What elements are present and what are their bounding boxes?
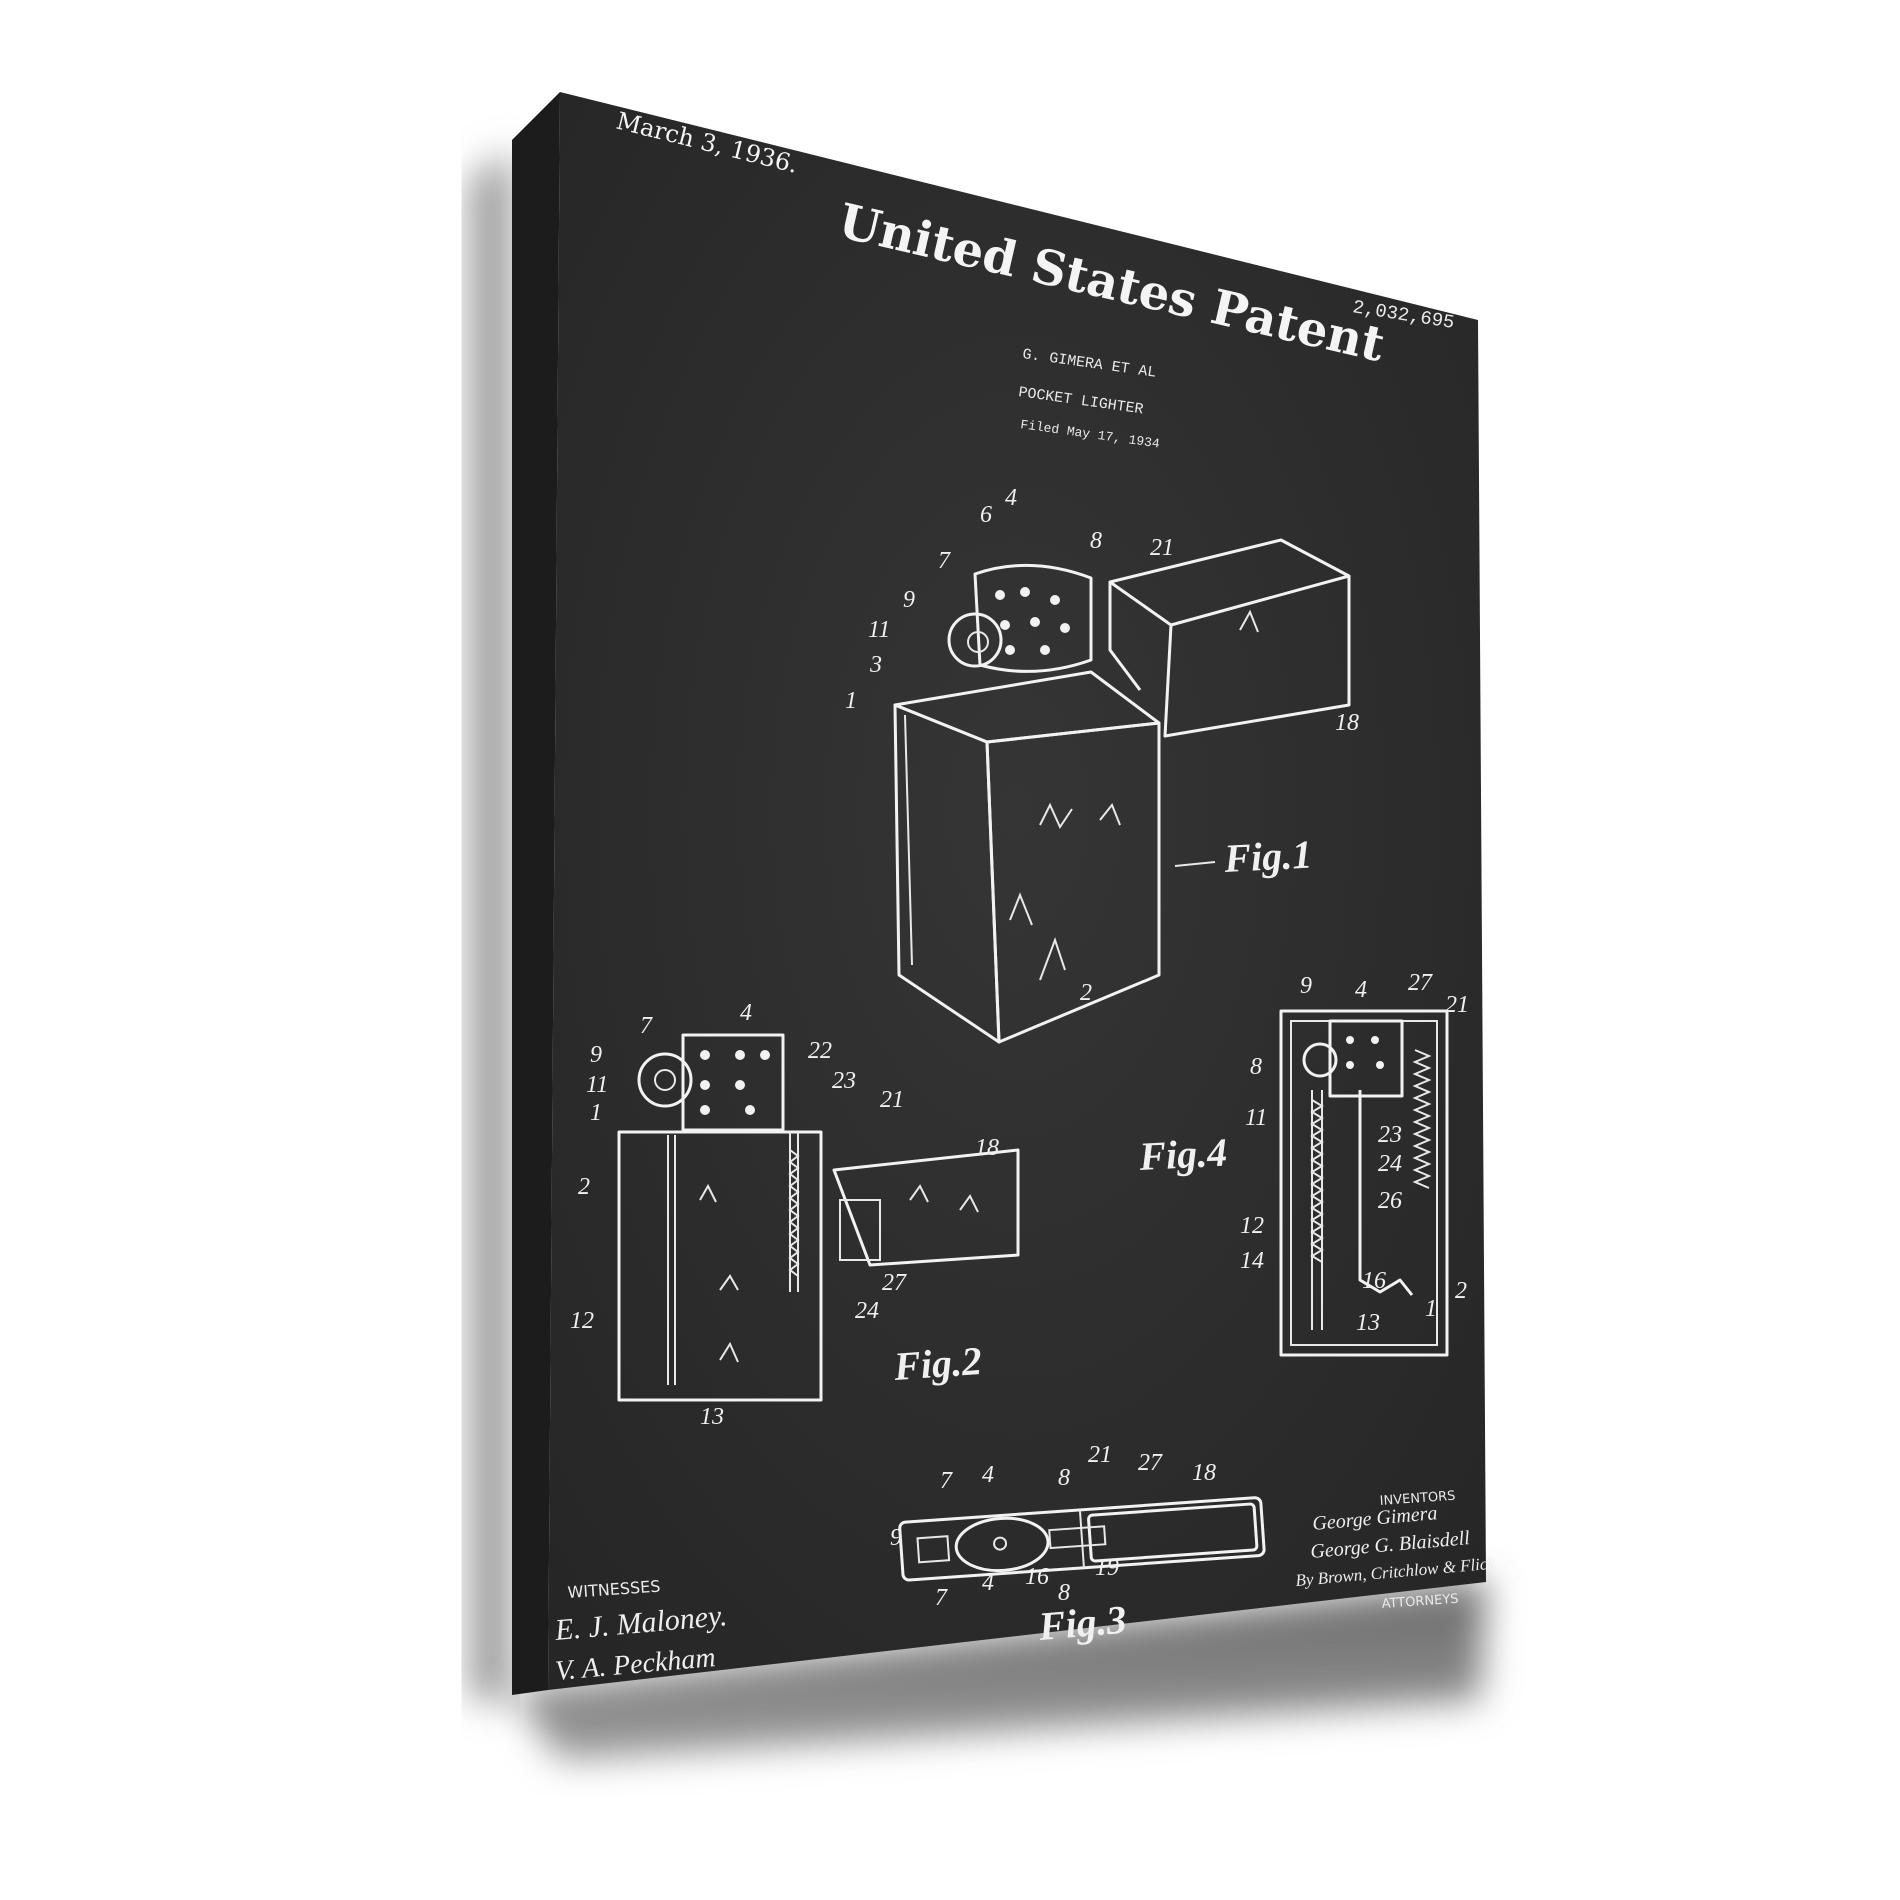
- part-label: 4: [982, 1462, 994, 1488]
- part-label: 8: [1090, 528, 1102, 554]
- figure-2-label: Fig.2: [891, 1338, 983, 1389]
- part-label: 24: [855, 1298, 879, 1324]
- part-label: 19: [1095, 1555, 1119, 1581]
- part-label: 18: [975, 1135, 999, 1161]
- part-label: 4: [740, 1000, 752, 1026]
- part-label: 7: [640, 1013, 653, 1039]
- figure-1-label: Fig.1: [1222, 831, 1313, 881]
- part-label: 2: [1080, 980, 1092, 1006]
- part-label: 13: [1356, 1310, 1380, 1336]
- part-label: 9: [590, 1042, 602, 1068]
- part-label: 1: [590, 1100, 602, 1126]
- part-label: 21: [1445, 992, 1469, 1018]
- part-label: 1: [845, 688, 857, 714]
- part-label: 16: [1362, 1268, 1386, 1294]
- attorneys-label: ATTORNEYS: [1381, 1592, 1459, 1612]
- part-label: 14: [1240, 1248, 1264, 1274]
- part-label: 4: [1355, 977, 1367, 1003]
- part-label: 4: [1005, 485, 1017, 511]
- part-label: 4: [982, 1570, 994, 1596]
- part-label: 9: [890, 1525, 902, 1551]
- part-label: 27: [1408, 970, 1433, 996]
- part-label: 2: [578, 1174, 590, 1200]
- part-label: 18: [1192, 1460, 1216, 1486]
- part-label: 27: [882, 1270, 907, 1296]
- wall-shadow-left: [470, 150, 512, 1700]
- figure-4-part-labels: 9 4 27 21 8 11 23 24 26 12 14 16 13 1 2 …: [1137, 970, 1469, 1336]
- part-label: 22: [808, 1038, 832, 1064]
- part-label: 7: [940, 1468, 953, 1494]
- part-label: 18: [1335, 710, 1359, 736]
- part-label: 16: [1025, 1564, 1049, 1590]
- part-label: 9: [1300, 973, 1312, 999]
- part-label: 2: [1455, 1278, 1467, 1304]
- part-label: 8: [1058, 1580, 1070, 1606]
- part-label: 12: [1240, 1213, 1264, 1239]
- part-label: 3: [869, 652, 882, 678]
- part-label: 11: [1245, 1105, 1267, 1131]
- part-label: 23: [1378, 1122, 1402, 1148]
- figure-2-part-labels: 7 4 22 23 21 9 11 1 2 18 27 24 12 13 Fig…: [570, 1000, 999, 1430]
- canvas-side-edge: [512, 92, 560, 1695]
- part-label: 8: [1250, 1054, 1262, 1080]
- part-label: 9: [903, 587, 915, 613]
- part-label: 12: [570, 1308, 594, 1334]
- figure-2-drawing: [617, 1033, 1020, 1402]
- canvas-face: [548, 92, 1486, 1690]
- part-label: 7: [938, 548, 951, 574]
- part-label: 26: [1378, 1188, 1402, 1214]
- figure-3-label: Fig.3: [1036, 1596, 1128, 1649]
- figure-3-drawing: [898, 1496, 1266, 1582]
- part-label: 8: [1058, 1465, 1070, 1491]
- part-label: 23: [832, 1068, 856, 1094]
- part-label: 21: [1150, 535, 1174, 561]
- part-label: 1: [1425, 1296, 1437, 1322]
- part-label: 24: [1378, 1151, 1402, 1177]
- inventors-heading: INVENTORS: [1379, 1489, 1456, 1509]
- part-label: 11: [868, 617, 890, 643]
- part-label: 7: [935, 1585, 948, 1611]
- part-label: 11: [586, 1072, 608, 1098]
- part-label: 27: [1138, 1450, 1163, 1476]
- part-label: 13: [700, 1404, 724, 1430]
- part-label: 21: [1088, 1442, 1112, 1468]
- figure-3-part-labels: 7 4 8 21 27 18 9 7 4 16 8 19 Fig.3: [890, 1442, 1216, 1649]
- part-label: 6: [980, 502, 992, 528]
- figure-4-label: Fig.4: [1137, 1129, 1228, 1179]
- figure-1-drawing: [893, 538, 1351, 1044]
- part-label: 21: [880, 1087, 904, 1113]
- figure-1-part-labels: 6 4 8 21 7 9 11 3 1 18 2 Fig.1: [845, 485, 1359, 1006]
- wall-shadow-bottom: [512, 1580, 1486, 1760]
- figure-4-drawing: [1279, 1009, 1449, 1357]
